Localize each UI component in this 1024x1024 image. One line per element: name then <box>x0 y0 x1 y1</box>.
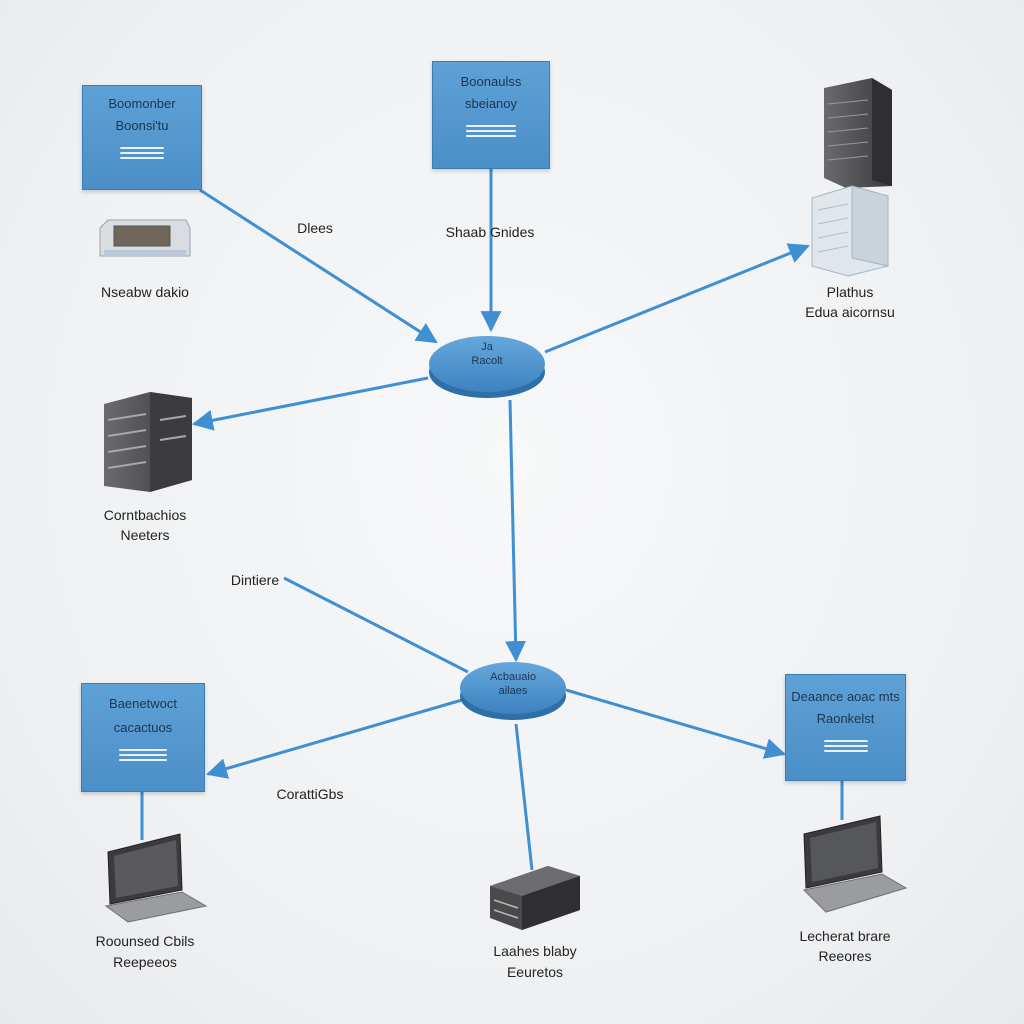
panel-top-left[interactable]: Boomonber Boonsi'tu <box>82 85 202 190</box>
link-hub-bottomleft <box>205 698 463 779</box>
server-tower-icon <box>824 78 892 188</box>
label-eeuretos: Eeuretos <box>506 964 564 980</box>
hub-upper-shape[interactable] <box>429 336 545 398</box>
panel-bottom-right-bars <box>823 737 868 755</box>
server-glass-icon <box>811 185 889 277</box>
link-hub-topright <box>544 243 810 354</box>
link-dintere-hub <box>283 576 469 674</box>
hub-lower-shape[interactable] <box>460 662 566 720</box>
panel-top-left-bars <box>120 144 164 162</box>
label-roounsed-cbils: Roounsed Cbils <box>95 933 195 949</box>
label-dlees: Dlees <box>297 220 333 236</box>
panel-top-center-bars <box>466 122 516 140</box>
label-plathus: Plathus <box>826 284 874 300</box>
hub-lower-label-2: ailaes <box>498 685 528 697</box>
panel-bottom-left[interactable]: Baenetwoct cacactuos <box>81 683 205 792</box>
panel-bottom-left-bars <box>119 746 167 764</box>
panel-top-center-line-1: Boonaulss <box>460 74 522 89</box>
label-corntbachios: Corntbachios <box>103 507 187 523</box>
label-dintiere: Dintiere <box>230 572 280 588</box>
panel-top-center[interactable]: Boonaulss sbeianoy <box>432 61 550 169</box>
link-hub-drive <box>514 723 534 871</box>
panel-bottom-right-line-1: Deaance aoac mts <box>791 689 900 704</box>
hub-upper-label-1: Ja <box>481 341 493 353</box>
hub-lower-label-1: Acbauaio <box>490 671 536 683</box>
link-hub-bottomright <box>565 688 787 759</box>
label-reepeeos: Reepeeos <box>113 954 177 970</box>
panel-top-left-line-2: Boonsi'tu <box>115 118 169 133</box>
laptop-icon <box>104 833 208 923</box>
panel-bottom-left-line-2: cacactuos <box>113 720 173 735</box>
panel-bottom-right-line-2: Raonkelst <box>816 711 875 726</box>
label-edua-aicornsu: Edua aicornsu <box>805 304 895 320</box>
label-shaab-gnides: Shaab Gnides <box>445 224 535 240</box>
label-neeters: Neeters <box>120 527 170 543</box>
hard-drive-icon <box>490 866 580 930</box>
label-nseabw-dakio: Nseabw dakio <box>101 284 189 300</box>
link-topleft-hub <box>199 188 438 344</box>
panel-bottom-right[interactable]: Deaance aoac mts Raonkelst <box>785 674 906 781</box>
hub-upper-label-2: Racolt <box>471 355 503 367</box>
label-lecherat-brare: Lecherat brare <box>799 928 891 944</box>
panel-top-left-line-1: Boomonber <box>108 96 176 111</box>
router-icon <box>99 219 191 257</box>
laptop-icon <box>802 815 908 913</box>
label-corattigbs: CorattiGbs <box>276 786 344 802</box>
server-rack-icon <box>104 392 192 492</box>
link-hub-server <box>191 376 429 431</box>
label-reeores: Reeores <box>818 948 872 964</box>
panel-bottom-left-line-1: Baenetwoct <box>109 696 177 711</box>
link-hub-hub <box>505 399 527 663</box>
panel-top-center-line-2: sbeianoy <box>464 96 518 111</box>
label-laahes-blaby: Laahes blaby <box>493 943 577 959</box>
